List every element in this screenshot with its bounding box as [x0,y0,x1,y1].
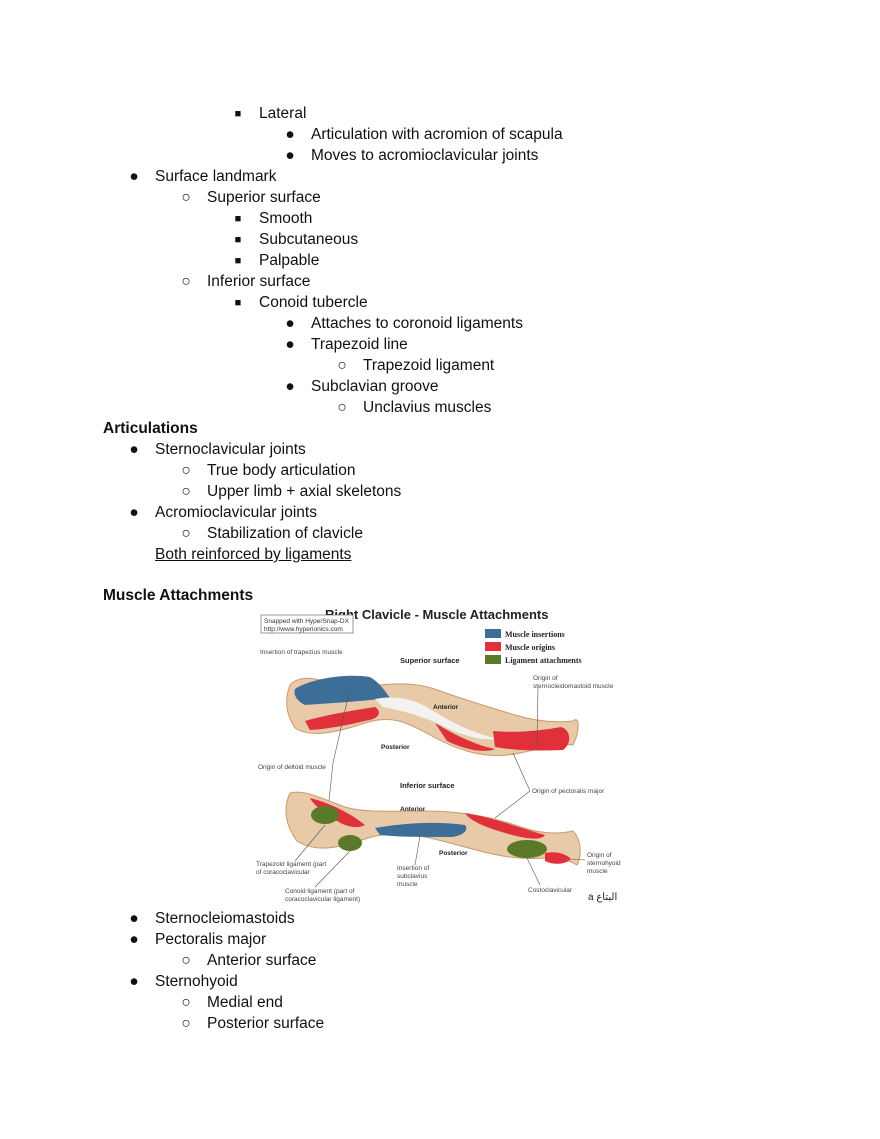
label-posterior-top: Posterior [381,744,410,751]
outline-item-conoid-tubercle: Conoid tubercle [259,294,368,311]
label-conoid-ligament: Conoid ligament (part of [285,888,355,895]
legend-swatch-origins [485,642,501,651]
square-bullet-icon: ■ [234,108,242,120]
label-anterior-bottom: Anterior [400,806,426,813]
label-costoclavicular: Costoclavicular [528,887,573,894]
outline-item-surface-landmark: Surface landmark [155,168,277,185]
circle-bullet-icon: ○ [181,462,191,479]
legend-swatch-ligaments [485,655,501,664]
label-insertion-subclavius: Insertion of [397,865,429,872]
outline-item: Sternoclavicular joints [155,441,306,458]
disc-bullet-icon: ● [129,910,139,927]
circle-bullet-icon: ○ [337,399,347,416]
snap-text: http://www.hyperionics.com [264,626,343,633]
label-origin-sternohyoid: sternohyoid [587,860,621,867]
disc-bullet-icon: ● [129,931,139,948]
disc-bullet-icon: ● [129,441,139,458]
label-insertion-subclavius: subclavius [397,873,428,880]
label-superior-surface: Superior surface [400,656,460,665]
circle-bullet-icon: ○ [181,994,191,1011]
disc-bullet-icon: ● [285,378,295,395]
outline-item: Medial end [207,994,283,1011]
disc-bullet-icon: ● [129,168,139,185]
articulations-note: Both reinforced by ligaments [155,546,352,563]
outline-item: Subclavian groove [311,378,439,395]
label-origin-deltoid: Origin of deltoid muscle [258,764,326,771]
disc-bullet-icon: ● [285,147,295,164]
outline-item: Trapezoid ligament [363,357,495,374]
outline-item: Pectoralis major [155,931,267,948]
label-anterior-top: Anterior [433,704,459,711]
watermark: a البتاع [588,892,617,903]
label-origin-pectoralis: Origin of pectoralis major [532,788,605,795]
disc-bullet-icon: ● [285,315,295,332]
outline-item: Upper limb + axial skeletons [207,483,402,500]
outline-item: Stabilization of clavicle [207,525,363,542]
circle-bullet-icon: ○ [181,1015,191,1032]
outline-item: Sternohyoid [155,973,238,990]
label-conoid-ligament: coracoclavicular ligament) [285,896,360,903]
outline-item: Posterior surface [207,1015,325,1032]
circle-bullet-icon: ○ [337,357,347,374]
legend-swatch-insertions [485,629,501,638]
outline-item: Acromioclavicular joints [155,504,317,521]
outline-item: Palpable [259,252,320,269]
section-heading-articulations: Articulations [103,420,198,437]
circle-bullet-icon: ○ [181,525,191,542]
snap-box [260,614,354,634]
outline-item: Attaches to coronoid ligaments [311,315,523,332]
square-bullet-icon: ■ [234,234,242,246]
clavicle-figure: Right Clavicle - Muscle Attachments Snap… [256,607,621,903]
circle-bullet-icon: ○ [181,952,191,969]
superior-clavicle [286,675,579,757]
disc-bullet-icon: ● [285,126,295,143]
legend-label: Muscle origins [505,643,555,652]
circle-bullet-icon: ○ [181,273,191,290]
square-bullet-icon: ■ [234,213,242,225]
outline-item: Anterior surface [207,952,317,969]
snap-text: Snapped with HyperSnap-DX [264,618,350,625]
figure-title: Right Clavicle - Muscle Attachments [325,607,548,622]
legend-label: Ligament attachments [505,656,582,665]
section-heading-muscle-attachments: Muscle Attachments [103,587,254,604]
outline-item: True body articulation [207,462,356,479]
disc-bullet-icon: ● [285,336,295,353]
square-bullet-icon: ■ [234,297,242,309]
outline-item: Unclavius muscles [363,399,492,416]
label-inferior-surface: Inferior surface [400,781,455,790]
label-origin-scm: Origin of [533,675,558,682]
circle-bullet-icon: ○ [181,483,191,500]
outline-item: Smooth [259,210,313,227]
outline-item-lateral: Lateral [259,105,307,122]
circle-bullet-icon: ○ [181,189,191,206]
label-trapezoid-ligament: of coracoclavicular [256,869,311,876]
outline-item: Trapezoid line [311,336,408,353]
label-insertion-subclavius: muscle [397,881,418,888]
label-posterior-bottom: Posterior [439,850,468,857]
legend-label: Muscle insertions [505,630,565,639]
outline-item: Sternocleiomastoids [155,910,295,927]
outline-item-inferior-surface: Inferior surface [207,273,311,290]
label-trapezoid-ligament: Trapezoid ligament (part [256,861,326,868]
square-bullet-icon: ■ [234,255,242,267]
label-origin-sternohyoid: muscle [587,868,608,875]
label-origin-sternohyoid: Origin of [587,852,612,859]
outline-item: Subcutaneous [259,231,359,248]
label-insertion-trapezius: Insertion of trapezius muscle [260,649,343,656]
outline-item-superior-surface: Superior surface [207,189,321,206]
disc-bullet-icon: ● [129,504,139,521]
disc-bullet-icon: ● [129,973,139,990]
outline-item: Moves to acromioclavicular joints [311,147,539,164]
inferior-clavicle [285,791,581,866]
outline-item: Articulation with acromion of scapula [311,126,563,143]
label-origin-scm: sternocleidomastoid muscle [533,683,614,690]
